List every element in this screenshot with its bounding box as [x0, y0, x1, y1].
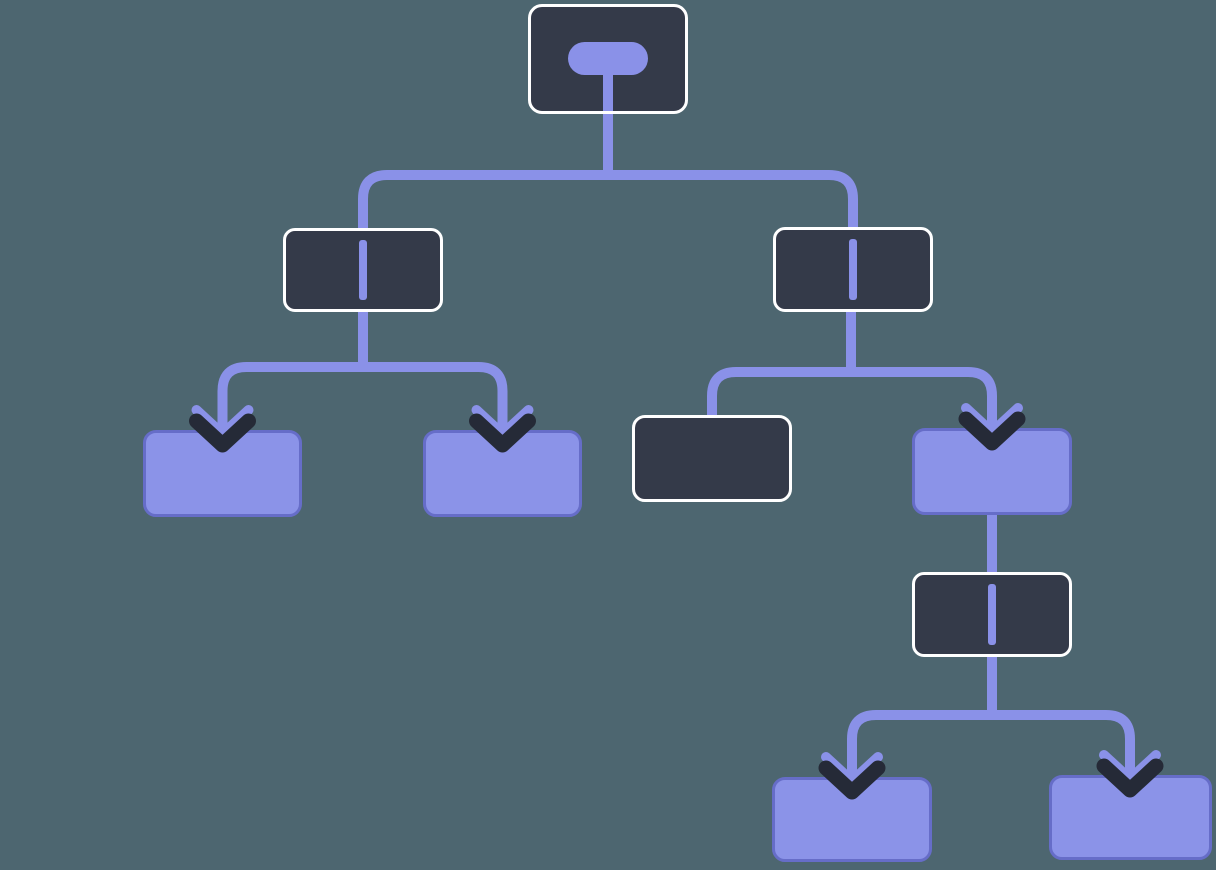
node-b2[interactable]: [912, 428, 1072, 515]
root-pill-stem: [603, 73, 613, 111]
node-leaf-c2[interactable]: [1049, 775, 1212, 860]
node-branch-a[interactable]: [283, 228, 443, 312]
through-line-icon: [849, 239, 857, 300]
node-root[interactable]: [528, 4, 688, 114]
node-branch-c[interactable]: [912, 572, 1072, 657]
node-leaf-a1[interactable]: [143, 430, 302, 517]
through-line-icon: [359, 240, 367, 300]
root-pill-icon: [568, 42, 648, 75]
node-leaf-c1[interactable]: [772, 777, 932, 862]
node-branch-b[interactable]: [773, 227, 933, 312]
node-leaf-a2[interactable]: [423, 430, 582, 517]
node-b1[interactable]: [632, 415, 792, 502]
through-line-icon: [988, 584, 996, 645]
